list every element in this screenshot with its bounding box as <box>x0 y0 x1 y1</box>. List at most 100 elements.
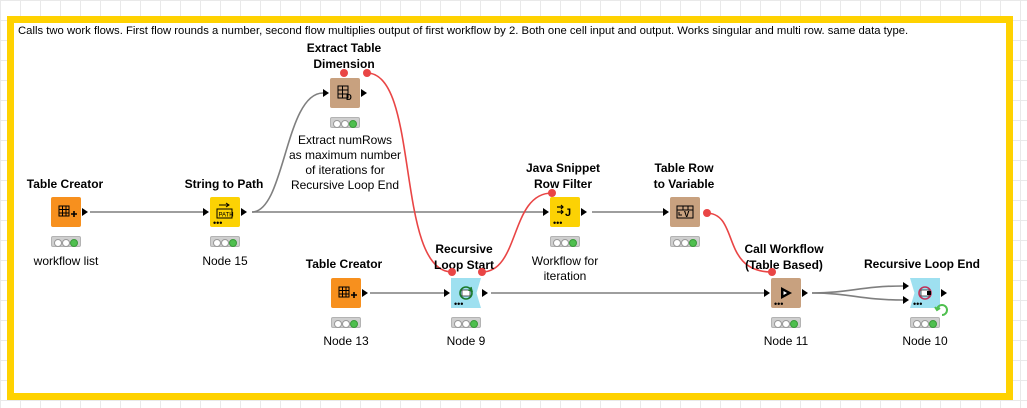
node-caption-recursive-loop-start[interactable]: Node 9 <box>446 334 486 348</box>
table-plus-icon <box>51 197 81 227</box>
title-line-1: Java Snippet <box>525 161 601 175</box>
node-caption-call-workflow[interactable]: Node 11 <box>763 334 809 348</box>
output-port[interactable] <box>941 289 947 297</box>
title-line-2: Loop Start <box>434 258 494 272</box>
node-status-string-to-path <box>210 236 240 247</box>
annotation-line-2: as maximum number <box>288 148 402 162</box>
node-status-java-snippet <box>550 236 580 247</box>
flow-variable-port-java[interactable] <box>545 188 559 198</box>
flow-var-out-port <box>363 69 371 77</box>
loop-start-icon: ••• <box>451 278 481 308</box>
annotation-line-3: of iterations for <box>305 163 385 177</box>
flow-var-in-port <box>768 268 776 276</box>
node-status-table-creator-2 <box>331 317 361 328</box>
node-caption-recursive-loop-end[interactable]: Node 10 <box>902 334 948 348</box>
title-line-2: (Table Based) <box>745 258 823 272</box>
node-caption-string-to-path[interactable]: Node 15 <box>202 254 248 268</box>
svg-text:J: J <box>565 207 571 219</box>
workflow-annotation[interactable]: Calls two work flows. First flow rounds … <box>7 16 1013 400</box>
node-title-java-snippet: Java Snippet Row Filter <box>483 160 643 192</box>
node-title-table-creator-2: Table Creator <box>305 257 383 271</box>
output-port[interactable] <box>802 289 808 297</box>
output-port[interactable] <box>361 89 367 97</box>
row-variable-icon: V <box>670 197 700 227</box>
flow-variable-port-callworkflow[interactable] <box>766 267 780 277</box>
connection-callworkflow-loopend-1 <box>811 285 904 294</box>
title-line-2: Row Filter <box>533 177 592 191</box>
flow-var-in-port <box>448 268 456 276</box>
output-port[interactable] <box>482 289 488 297</box>
flow-var-in-port <box>548 189 556 197</box>
node-title-extract-table-dimension: Extract Table Dimension <box>264 40 424 72</box>
output-port[interactable] <box>82 208 88 216</box>
annotation-text: Calls two work flows. First flow rounds … <box>18 25 909 37</box>
connection-stringtopath-extract <box>251 92 324 213</box>
annotation-line-4: Recursive Loop End <box>290 178 400 192</box>
node-title-table-creator-1: Table Creator <box>26 177 104 191</box>
node-status-extract-table-dimension <box>330 117 360 128</box>
flowvar-tablerow-callworkflow <box>705 212 773 273</box>
path-icon: PATH ••• <box>210 197 240 228</box>
node-caption-java-snippet[interactable]: Workflow for iteration <box>475 254 655 284</box>
java-filter-icon: J ••• <box>550 197 580 228</box>
caption-line-2: iteration <box>543 269 587 283</box>
node-extract-table-dimension[interactable]: D <box>323 78 367 108</box>
node-table-creator-1[interactable] <box>51 197 88 227</box>
node-status-table-row-to-variable <box>670 236 700 247</box>
flowvar-extract-loopstart <box>366 72 453 273</box>
title-line-1: Table Row <box>654 161 714 175</box>
title-line-1: Call Workflow <box>744 242 824 256</box>
node-status-call-workflow <box>771 317 801 328</box>
input-port[interactable] <box>323 89 329 97</box>
node-java-snippet-row-filter[interactable]: J ••• <box>543 197 587 228</box>
node-title-string-to-path: String to Path <box>184 177 264 191</box>
input-port[interactable] <box>663 208 669 216</box>
title-line-1: Recursive <box>435 242 493 256</box>
output-port[interactable] <box>241 208 247 216</box>
input-port[interactable] <box>543 208 549 216</box>
table-plus-icon <box>331 278 361 308</box>
flow-variable-ports-extract[interactable] <box>322 68 372 78</box>
node-caption-table-creator-2[interactable]: Node 13 <box>323 334 369 348</box>
node-call-workflow[interactable]: ••• <box>764 278 808 309</box>
flow-var-out-port <box>478 268 486 276</box>
svg-text:D: D <box>346 93 352 102</box>
dimension-icon: D <box>330 78 360 108</box>
input-port[interactable] <box>444 289 450 297</box>
node-title-recursive-loop-start: Recursive Loop Start <box>384 241 544 273</box>
output-port[interactable] <box>362 289 368 297</box>
output-port[interactable] <box>581 208 587 216</box>
node-status-table-creator-1 <box>51 236 81 247</box>
node-status-recursive-loop-end <box>910 317 940 328</box>
title-line-2: Dimension <box>313 57 375 71</box>
flow-variable-port-tablerow[interactable] <box>700 208 714 218</box>
title-line-1: Extract Table <box>306 41 382 55</box>
input-port[interactable] <box>764 289 770 297</box>
title-line-2: to Variable <box>653 177 715 191</box>
flow-variable-ports-loopstart[interactable] <box>446 267 490 277</box>
node-string-to-path[interactable]: PATH ••• <box>203 197 247 228</box>
flowvar-loopstart-javasnippet <box>481 192 553 273</box>
input-port-2[interactable] <box>903 296 909 304</box>
svg-text:PATH: PATH <box>219 213 234 219</box>
flow-var-out-port <box>703 209 711 217</box>
svg-text:V: V <box>684 210 690 219</box>
annotation-line-1: Extract numRows <box>297 133 393 147</box>
node-title-recursive-loop-end: Recursive Loop End <box>863 257 981 271</box>
caption-line-1: Workflow for <box>531 254 599 268</box>
node-table-creator-2[interactable] <box>331 278 368 308</box>
input-port-1[interactable] <box>903 282 909 290</box>
node-recursive-loop-end[interactable]: ••• <box>903 278 947 308</box>
node-caption-table-creator-1[interactable]: workflow list <box>33 254 99 268</box>
node-recursive-loop-start[interactable]: ••• <box>444 278 488 308</box>
loop-status-icon <box>934 304 948 316</box>
input-port[interactable] <box>203 208 209 216</box>
connection-callworkflow-loopend-2 <box>811 292 904 301</box>
node-title-table-row-to-variable: Table Row to Variable <box>604 160 764 192</box>
node-annotation-extract[interactable]: Extract numRows as maximum number of ite… <box>255 133 435 193</box>
play-icon: ••• <box>771 278 801 309</box>
node-table-row-to-variable[interactable]: V <box>663 197 700 227</box>
node-title-call-workflow: Call Workflow (Table Based) <box>704 241 864 273</box>
